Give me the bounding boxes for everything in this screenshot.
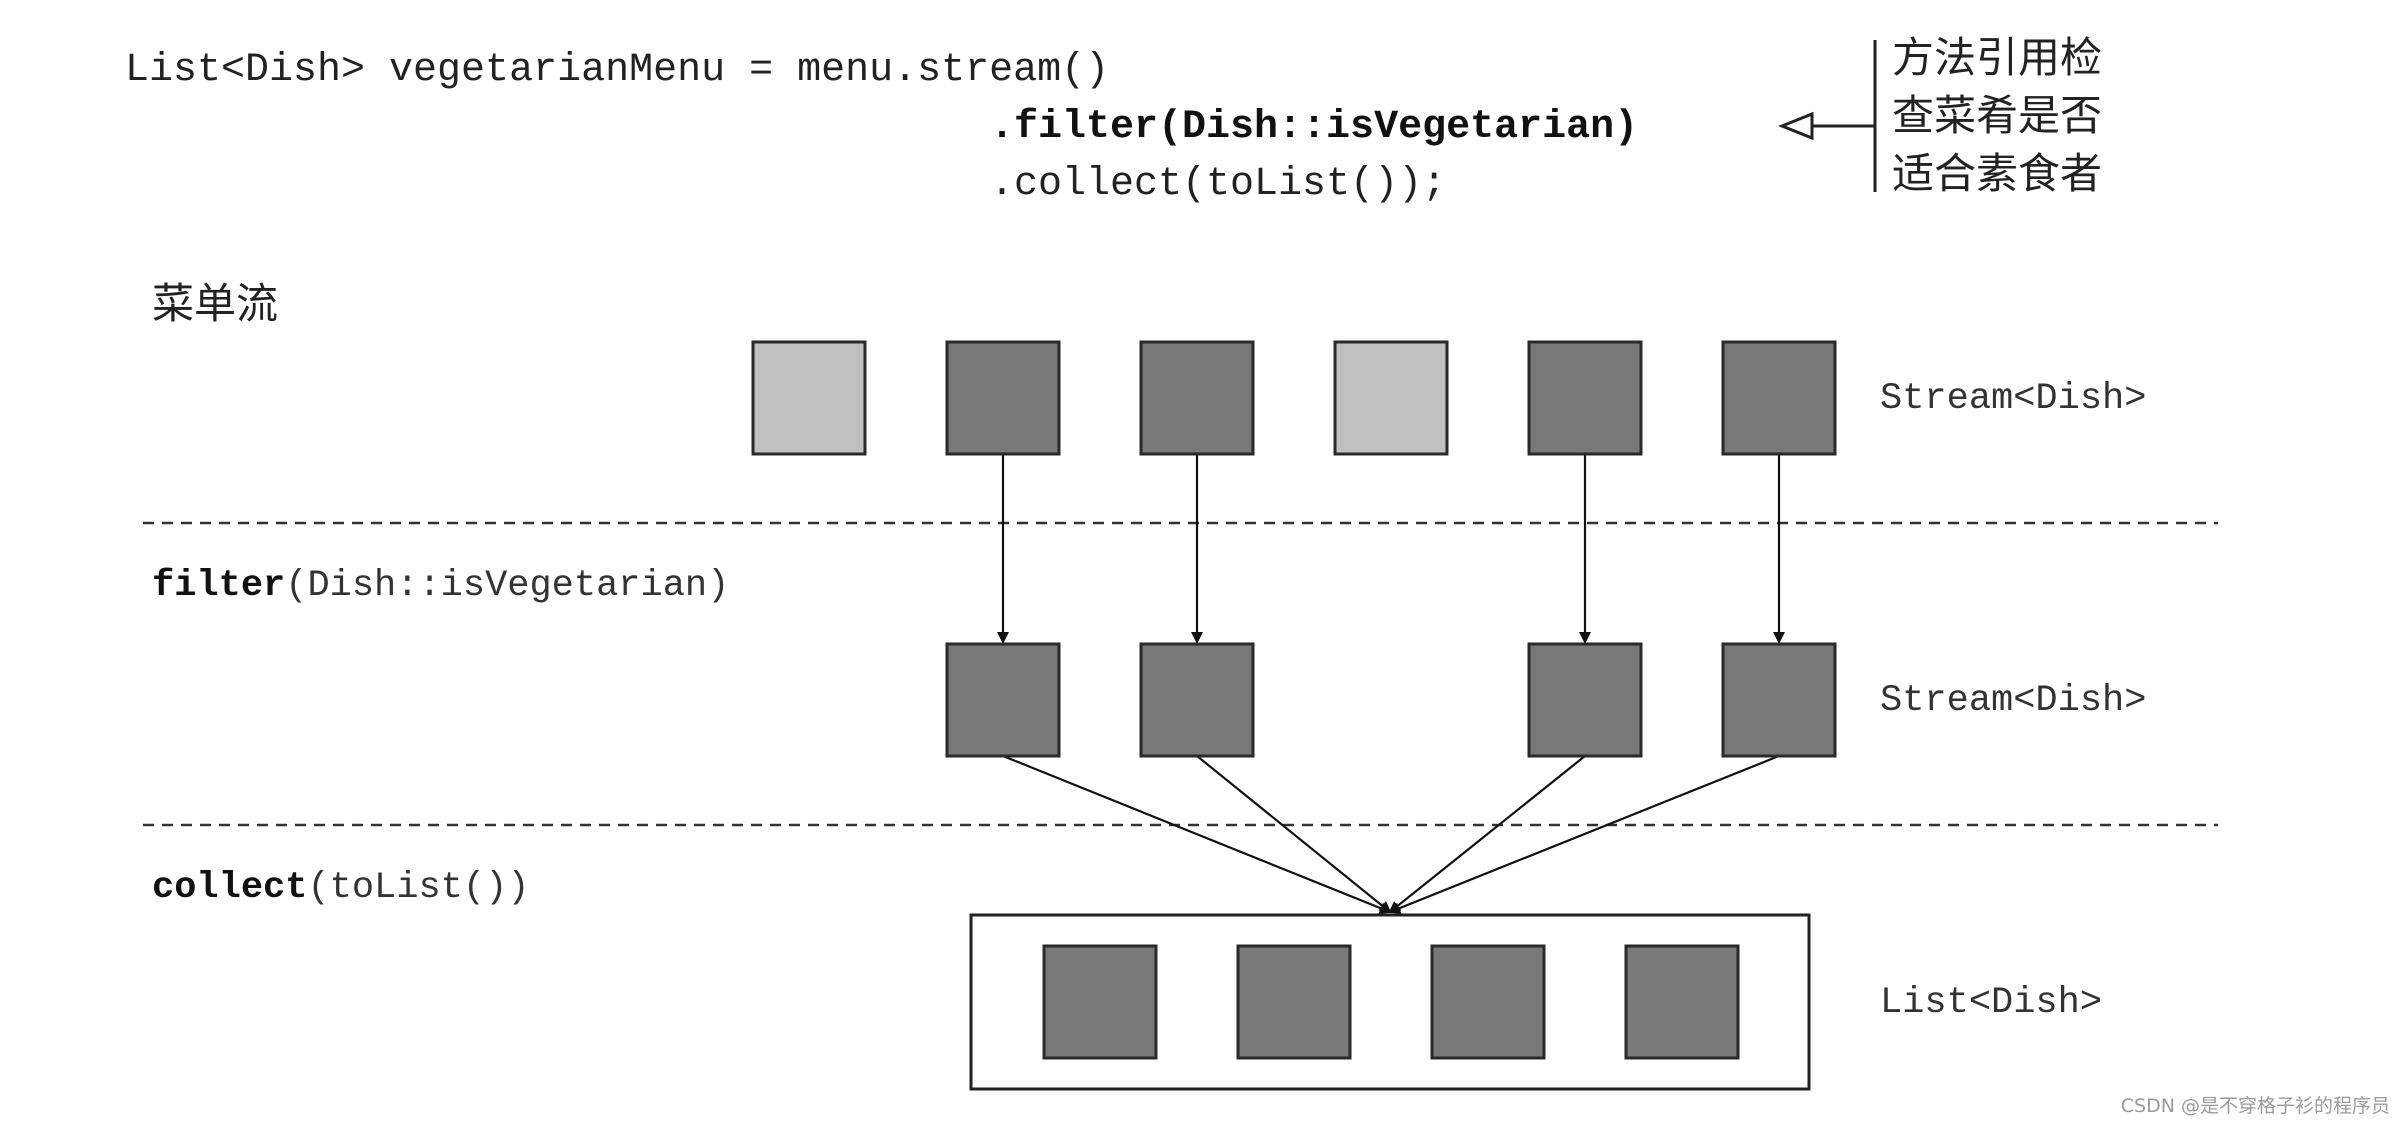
filtered-stream-type: Stream<Dish> [1880,680,2146,722]
code-line-2: .filter(Dish::isVegetarian) [990,105,1638,150]
result-dish-square [1042,944,1158,1060]
collect-arrow [1196,755,1392,914]
filter-args: (Dish::isVegetarian) [285,565,729,607]
collect-arrow [1388,755,1586,914]
result-dish-square [1236,944,1352,1060]
filtered-dish-square [1139,642,1255,758]
result-dish-square [1624,944,1740,1060]
non-vegetarian-dish-square [751,340,867,456]
vegetarian-dish-square [1721,340,1837,456]
annotation-pointer [1777,40,1877,192]
annotation-line-2: 查菜肴是否 [1892,91,2102,140]
collect-arrow [1002,754,1392,914]
source-stream-row [751,340,1837,456]
source-stream-type: Stream<Dish> [1880,378,2146,420]
filtered-stream-row [945,642,1837,758]
flow-arrows [997,454,1785,914]
code-line-1: List<Dish> vegetarianMenu = menu.stream(… [125,48,1109,93]
filtered-dish-square [1721,642,1837,758]
non-vegetarian-dish-square [1333,340,1449,456]
watermark: CSDN @是不穿格子衫的程序员 [2121,1095,2390,1117]
vegetarian-dish-square [945,340,1061,456]
result-list-type: List<Dish> [1880,982,2102,1024]
filtered-dish-square [1527,642,1643,758]
annotation-line-1: 方法引用检 [1892,33,2102,82]
filter-keyword: filter [152,565,285,607]
filtered-dish-square [945,642,1061,758]
collect-keyword: collect [152,867,307,909]
collect-args: (toList()) [307,867,529,909]
filter-stage-label: filter(Dish::isVegetarian) [152,565,729,607]
collect-arrow [1388,754,1780,914]
vegetarian-dish-square [1527,340,1643,456]
stream-title: 菜单流 [152,279,278,328]
collect-stage-label: collect(toList()) [152,867,529,909]
annotation-line-3: 适合素食者 [1892,149,2102,198]
result-list-row [1042,944,1740,1060]
result-dish-square [1430,944,1546,1060]
code-line-3: .collect(toList()); [990,162,1446,207]
vegetarian-dish-square [1139,340,1255,456]
